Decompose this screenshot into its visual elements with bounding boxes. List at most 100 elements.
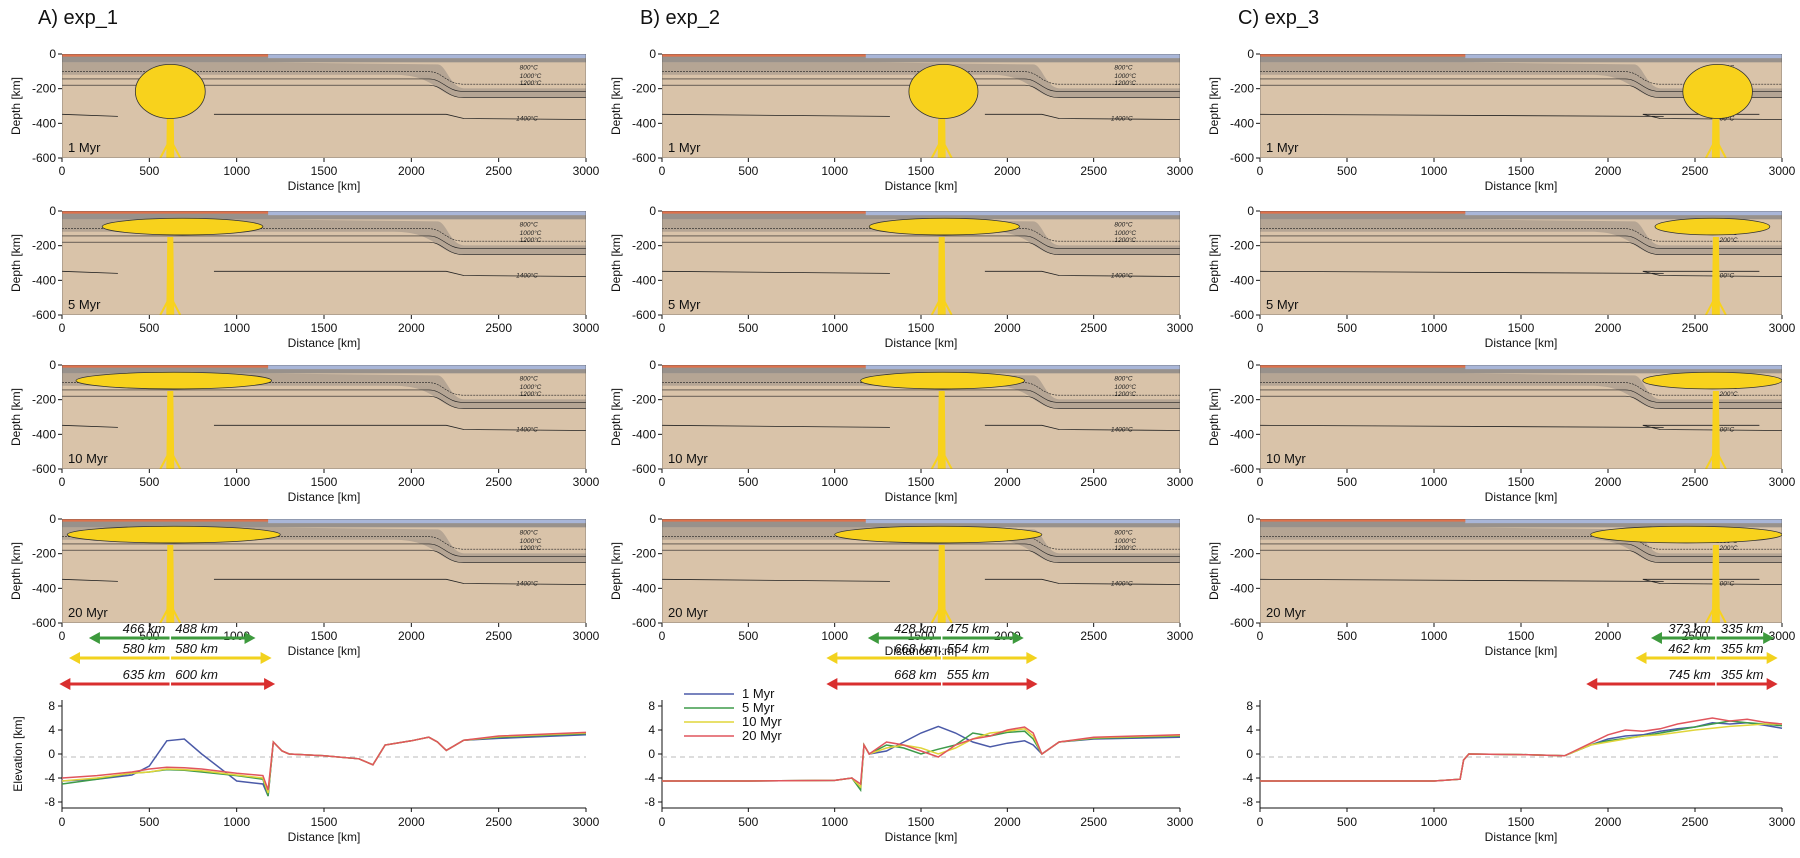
x-tick-label: 1500: [1508, 815, 1535, 829]
isotherm-line: [662, 241, 1180, 255]
isotherm-label: 1400°C: [1111, 580, 1133, 588]
isotherm-line: [62, 235, 586, 249]
time-label: 1 Myr: [668, 140, 701, 155]
x-tick-label: 3000: [1769, 475, 1796, 489]
isotherm-label: 1200°C: [520, 79, 542, 87]
y-tick-label: -200: [632, 393, 656, 407]
arrow-label-right: 600 km: [175, 667, 218, 682]
isotherm-label: 1400°C: [1111, 426, 1133, 434]
x-tick-label: 1500: [908, 475, 935, 489]
y-axis-label: Depth [km]: [1207, 77, 1221, 135]
isotherm-line: [1260, 235, 1782, 249]
isotherm-line: [62, 389, 586, 403]
plume-stem: [1711, 391, 1720, 469]
x-tick-label: 1000: [821, 475, 848, 489]
isotherm-label: 1000°C: [520, 383, 542, 391]
ocean-water: [268, 54, 586, 59]
y-tick-label: -200: [32, 547, 56, 561]
x-tick-label: 0: [659, 164, 666, 178]
y-tick-label: -400: [632, 581, 656, 595]
x-tick-label: 1000: [1421, 321, 1448, 335]
x-tick-label: 1000: [1421, 815, 1448, 829]
y-tick-label: 0: [648, 747, 655, 761]
isotherm-1400-line: [1260, 270, 1782, 277]
isotherm-line: [662, 235, 1180, 249]
x-tick-label: 1500: [908, 321, 935, 335]
y-tick-label: -600: [632, 616, 656, 630]
y-tick-label: -400: [1230, 427, 1254, 441]
arrow-label-left: 466 km: [123, 621, 166, 636]
y-tick-label: -200: [632, 547, 656, 561]
ocean-water: [865, 211, 1180, 216]
x-tick-label: 0: [59, 475, 66, 489]
width-arrow-head-right: [1766, 678, 1778, 690]
x-tick-label: 1000: [821, 164, 848, 178]
y-tick-label: -600: [1230, 462, 1254, 476]
crust-band: [62, 521, 586, 528]
y-tick-label: 0: [1247, 358, 1254, 372]
continental-crust-top: [1260, 211, 1466, 214]
x-tick-label: 2000: [1595, 629, 1622, 643]
width-arrow-head-right: [1026, 652, 1038, 664]
plume-root: [930, 294, 953, 315]
isotherm-line: [662, 389, 1180, 403]
x-tick-label: 3000: [1167, 629, 1194, 643]
plume-root: [930, 602, 953, 623]
y-tick-label: 0: [649, 358, 656, 372]
x-tick-label: 2500: [1682, 475, 1709, 489]
y-tick-label: 0: [1247, 204, 1254, 218]
x-tick-label: 2000: [398, 629, 425, 643]
isotherm-line: [662, 536, 1180, 550]
width-arrow-head-left: [826, 678, 838, 690]
y-tick-label: -400: [1230, 273, 1254, 287]
series-line-20-myr: [1260, 717, 1783, 782]
isotherm-label: 1400°C: [516, 115, 538, 123]
arrow-label-left: 462 km: [1668, 641, 1711, 656]
x-tick-label: 1500: [311, 815, 338, 829]
x-tick-label: 2000: [1595, 815, 1622, 829]
y-tick-label: 0: [49, 204, 56, 218]
x-tick-label: 3000: [1769, 815, 1796, 829]
continental-crust-top: [62, 211, 269, 214]
y-tick-label: -600: [632, 308, 656, 322]
isotherm-label: 1000°C: [1114, 229, 1136, 237]
x-tick-label: 2500: [1080, 321, 1107, 335]
y-tick-label: -4: [1242, 771, 1253, 785]
isotherm-line: [1260, 241, 1782, 255]
x-axis-label: Distance [km]: [1485, 179, 1558, 193]
x-tick-label: 1500: [1508, 475, 1535, 489]
isotherm-1400-line: [62, 113, 586, 120]
crust-band: [1260, 213, 1782, 220]
y-tick-label: 0: [649, 512, 656, 526]
x-tick-label: 3000: [573, 321, 600, 335]
isotherm-label: 800°C: [1114, 221, 1132, 229]
y-tick-label: -8: [1242, 795, 1253, 809]
continental-crust-top: [1260, 519, 1466, 522]
time-label: 10 Myr: [668, 451, 708, 466]
x-tick-label: 2500: [1682, 815, 1709, 829]
x-tick-label: 2000: [398, 164, 425, 178]
x-tick-label: 500: [1337, 629, 1357, 643]
isotherm-line: [62, 84, 586, 98]
x-tick-label: 2000: [994, 815, 1021, 829]
y-tick-label: -8: [644, 795, 655, 809]
y-tick-label: -200: [1230, 82, 1254, 96]
isotherm-line: [662, 84, 1180, 98]
isotherm-label: 1400°C: [516, 426, 538, 434]
isotherm-label: 800°C: [520, 64, 538, 72]
arrow-label-right: 488 km: [175, 621, 218, 636]
width-arrow-head-left: [88, 632, 100, 644]
x-tick-label: 0: [659, 475, 666, 489]
x-tick-label: 1500: [311, 164, 338, 178]
x-tick-label: 500: [1337, 815, 1357, 829]
isotherm-line: [62, 78, 586, 92]
y-tick-label: 0: [1246, 747, 1253, 761]
x-tick-label: 2500: [485, 815, 512, 829]
y-tick-label: -400: [1230, 116, 1254, 130]
lithosphere-band: [1260, 373, 1782, 409]
y-tick-label: -200: [1230, 239, 1254, 253]
